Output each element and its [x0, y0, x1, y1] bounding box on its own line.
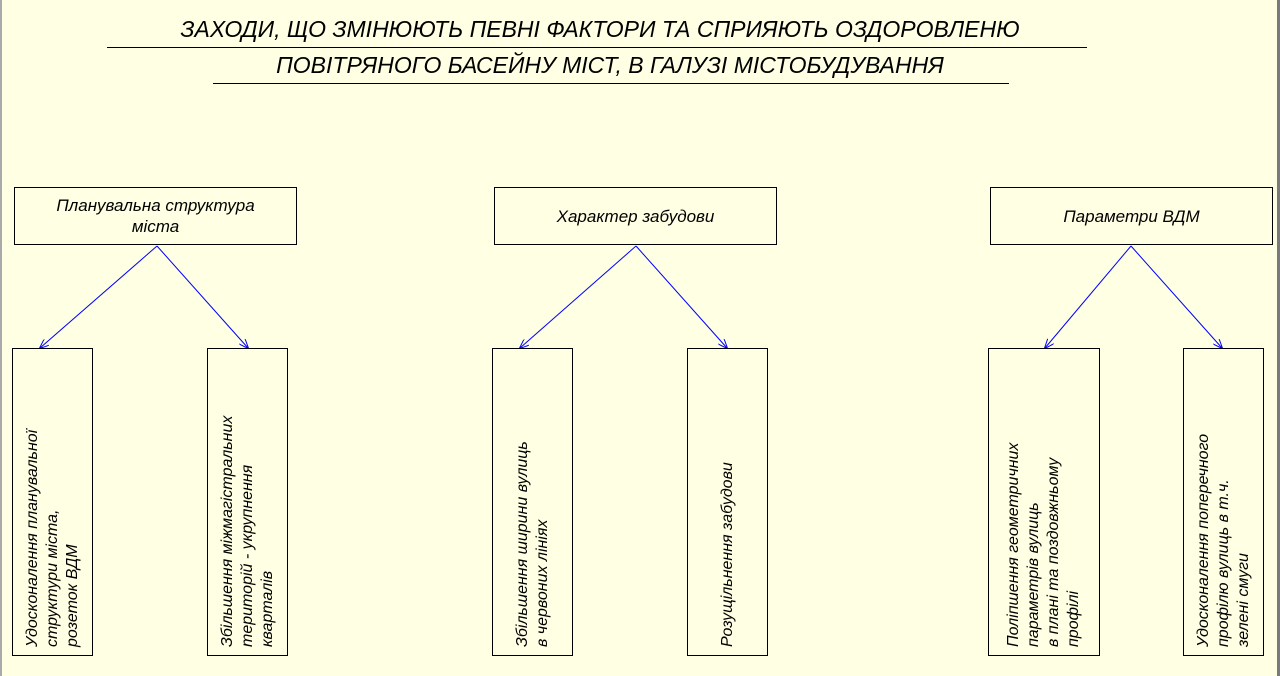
category-label: Характер забудови	[556, 206, 715, 226]
title-underline-2	[213, 83, 1009, 84]
category-box-planning-structure: Планувальна структура міста	[14, 187, 297, 245]
leaf-label: Удосконалення поперечного профілю вулиць…	[1194, 433, 1252, 647]
leaf-label: Розущільнення забудови	[718, 462, 736, 647]
right-frame-edge	[1277, 0, 1280, 676]
title-underline-1	[107, 47, 1087, 48]
leaf-label: Поліпшення геометричних параметрів вулиц…	[1005, 442, 1082, 647]
left-frame-edge	[0, 0, 2, 676]
leaf-box: Збільшення ширини вулиць в червоних ліні…	[492, 348, 573, 656]
leaf-box: Збільшення міжмагістральних територій - …	[207, 348, 288, 656]
leaf-box: Поліпшення геометричних параметрів вулиц…	[988, 348, 1100, 656]
category-box-building-character: Характер забудови	[494, 187, 777, 245]
leaf-label: Удосконалення планувальної структури міс…	[23, 429, 81, 647]
category-label: Планувальна структура міста	[56, 196, 255, 236]
leaf-box: Розущільнення забудови	[687, 348, 768, 656]
diagram-title-line-2: ПОВІТРЯНОГО БАСЕЙНУ МІСТ, В ГАЛУЗІ МІСТО…	[276, 52, 944, 78]
category-label: Параметри ВДМ	[1063, 206, 1200, 226]
arrow-buildup-to-child-2	[635, 245, 727, 348]
leaf-label: Збільшення міжмагістральних територій - …	[218, 415, 276, 647]
arrow-params-to-child-2	[1130, 245, 1222, 348]
arrow-buildup-to-child-1	[520, 245, 637, 348]
arrow-planning-to-child-2	[156, 245, 248, 348]
leaf-label: Збільшення ширини вулиць в червоних ліні…	[513, 441, 551, 647]
arrow-planning-to-child-1	[40, 245, 158, 348]
leaf-box: Удосконалення планувальної структури міс…	[12, 348, 93, 656]
diagram-title-line-1: ЗАХОДИ, ЩО ЗМІНЮЮТЬ ПЕВНІ ФАКТОРИ ТА СПР…	[180, 16, 1020, 42]
arrow-params-to-child-1	[1045, 245, 1132, 348]
leaf-box: Удосконалення поперечного профілю вулиць…	[1183, 348, 1264, 656]
category-box-street-network-params: Параметри ВДМ	[990, 187, 1273, 245]
